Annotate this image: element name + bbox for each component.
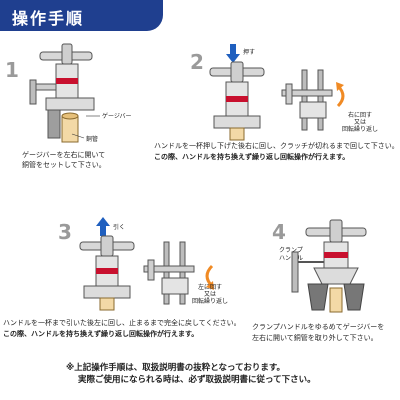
step-2-rotate-label-3: 回転繰り返し (341, 126, 378, 133)
step-4-text-line-1: クランプハンドルをゆるめてゲージバーを (252, 323, 385, 331)
step-2-number: 2 (190, 50, 204, 74)
step-3-rotate-label-1: 左に回す (197, 284, 222, 291)
header-banner: 操作手順 (0, 0, 163, 31)
rotate-right-arrow-icon (336, 82, 345, 108)
pull-arrow-icon (96, 217, 110, 236)
pull-label: 引く (113, 224, 126, 231)
footer-note-line-1: ※上記操作手順は、取扱説明書の抜粋となっております。 (66, 363, 285, 373)
step-1-illustration (29, 43, 100, 143)
step-3-rotate-label-2: 又は (203, 291, 216, 298)
footer-note-line-2: 実際ご使用になられる時は、必ず取扱説明書に従って下さい。 (78, 375, 316, 385)
step-2-illustration (209, 61, 333, 141)
step-4-number: 4 (272, 220, 286, 244)
step-3-bold-text: この際、ハンドルを持ち換えず繰り返し回転操作が行えます。 (3, 330, 199, 338)
footer-note: ※上記操作手順は、取扱説明書の抜粋となっております。 実際ご使用になられる時は、… (66, 362, 316, 386)
gauge-bar-label: ゲージバー (102, 113, 132, 120)
step-1-number: 1 (5, 58, 19, 82)
clamp-handle-label-1: クランプ (279, 247, 303, 254)
step-3-illustration (79, 235, 195, 311)
step-2-rotate-label-2: 又は (353, 119, 366, 126)
clamp-handle-label-2: ハンドル (279, 255, 304, 262)
step-1-text-line-2: 銅管をセットして下さい。 (22, 161, 106, 169)
push-label: 押す (243, 49, 256, 56)
step-2-text: ハンドルを一杯押し下げた後右に回し、クラッチが切れるまで回して下さい。 (154, 142, 399, 150)
step-3-number: 3 (58, 220, 72, 244)
step-2-bold-text: この際、ハンドルを持ち換えず繰り返し回転操作が行えます。 (154, 153, 350, 161)
page-title: 操作手順 (12, 9, 85, 28)
copper-pipe-label: 銅管 (86, 136, 99, 143)
step-3-rotate-label-3: 回転繰り返し (191, 298, 228, 305)
step-3-text: ハンドルを一杯まで引いた後左に回し、止まるまで完全に戻してください。 (3, 319, 241, 327)
step-4-illustration (291, 219, 367, 313)
step-1-text-line-1: ゲージバーを左右に開いて (22, 151, 106, 159)
rotate-left-arrow-icon (205, 264, 214, 290)
push-arrow-icon (226, 44, 240, 63)
step-2-rotate-label-1: 右に回す (347, 112, 372, 119)
step-4-text-line-2: 左右に開いて銅管を取り外して下さい。 (252, 334, 378, 342)
